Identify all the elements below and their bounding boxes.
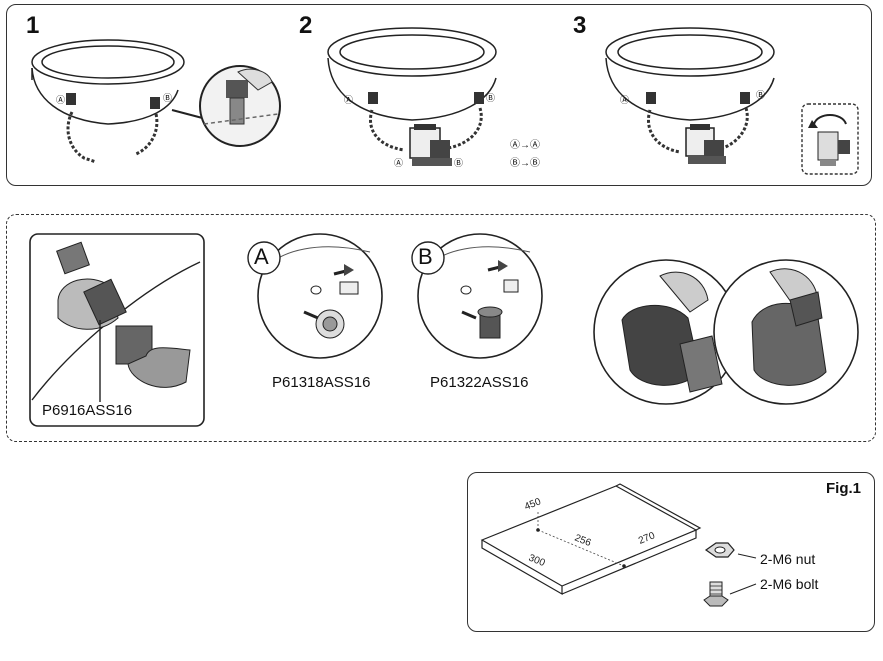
step2-pump-label-a: Ⓐ (394, 158, 404, 168)
pump-icon (409, 124, 452, 166)
part-number-strainer-b: P61322ASS16 (430, 374, 529, 391)
legend-a-arrow: → (520, 140, 530, 151)
strainer-a-illustration (247, 233, 383, 359)
legend-a-to: Ⓐ (530, 140, 540, 151)
hardware-nut-label: 2-M6 nut (760, 551, 816, 567)
detail-label-b: B (418, 244, 433, 269)
step-number-1: 1 (26, 12, 40, 39)
step-number-3: 3 (573, 12, 587, 39)
fig1-title: Fig.1 (826, 480, 862, 497)
step2-pump-label-b: Ⓑ (454, 158, 464, 168)
nut-icon (704, 542, 735, 558)
step2-label-b: Ⓑ (486, 93, 496, 103)
connector-a-icon (66, 93, 76, 105)
rotate-arrow-icon (813, 114, 847, 125)
mounting-plate-diagram (480, 483, 757, 607)
strainer-b-illustration (411, 233, 543, 359)
step3-label-a: Ⓐ (620, 95, 630, 105)
legend-row-a: Ⓐ→Ⓐ (510, 136, 540, 151)
step1-pool-illustration (31, 39, 281, 164)
legend-b-from: Ⓑ (510, 158, 520, 169)
step2-label-a: Ⓐ (344, 95, 354, 105)
part-number-strainer-a: P61318ASS16 (272, 374, 371, 391)
bolt-icon (703, 581, 729, 607)
legend-row-b: Ⓑ→Ⓑ (510, 154, 540, 169)
valve-icon (817, 131, 850, 166)
legend-b-to: Ⓑ (530, 158, 540, 169)
legend-b-arrow: → (520, 158, 530, 169)
detail-label-a: A (254, 244, 269, 269)
hose-icon (66, 111, 97, 164)
plate-dimension-labels: 450 256 270 300 (523, 496, 657, 569)
step1-label-b: Ⓑ (163, 93, 173, 103)
step2-pool-illustration (327, 27, 497, 166)
legend-a-from: Ⓐ (510, 140, 520, 151)
valve-closeup-illustration (593, 259, 859, 405)
step3-label-b: Ⓑ (756, 90, 766, 100)
hand-icon (237, 68, 273, 91)
step-number-2: 2 (299, 12, 313, 39)
step3-pool-illustration (605, 27, 859, 175)
step1-label-a: Ⓐ (56, 95, 66, 105)
parts-detail-panel (6, 214, 876, 442)
part-number-hose: P6916ASS16 (42, 402, 133, 419)
assembly-steps-panel (6, 4, 872, 186)
pool-icon (31, 39, 185, 125)
fig1-panel (467, 472, 875, 632)
hand-icon (659, 271, 709, 313)
hose-adapter-illustration (29, 233, 205, 427)
connector-b-icon (150, 97, 160, 109)
strainer-icon (477, 306, 503, 339)
hose-icon (115, 325, 191, 388)
strainer-icon (315, 309, 345, 339)
hardware-bolt-label: 2-M6 bolt (760, 576, 819, 592)
